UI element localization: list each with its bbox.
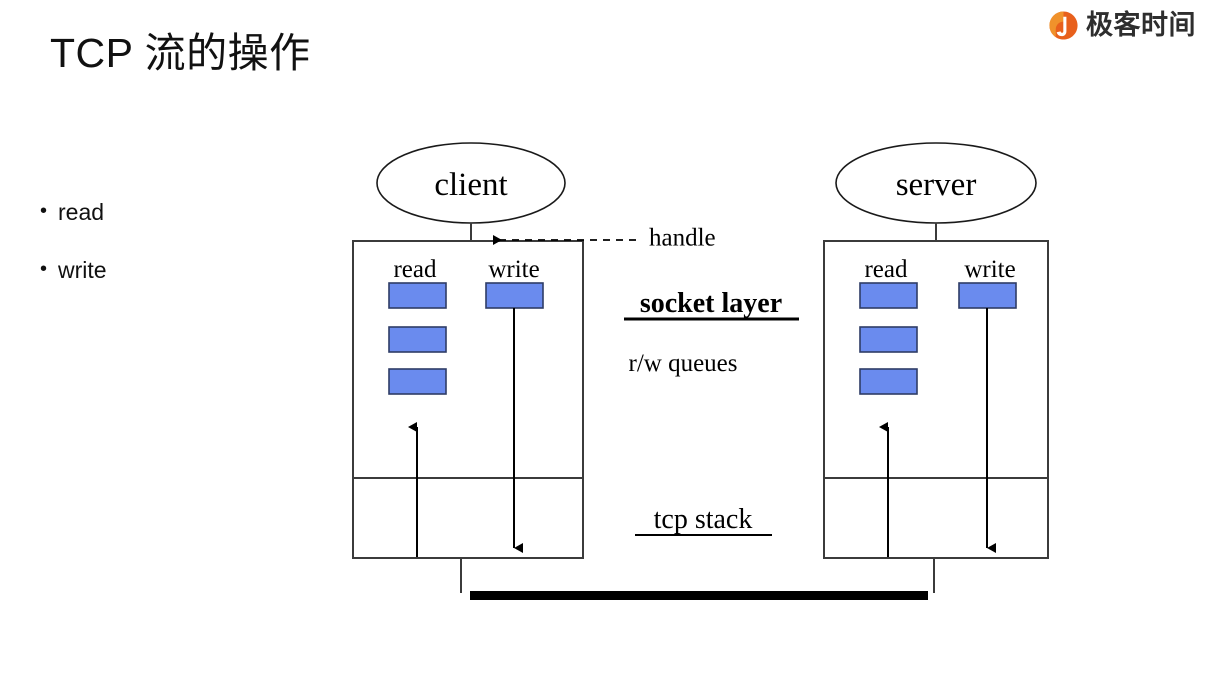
socket-layer-label: socket layer [640,288,782,319]
geekbang-circle-icon [1049,10,1078,40]
bullet-label: write [58,256,107,283]
brand-logo: 极客时间 [1048,6,1196,44]
server-read-queue-cell [859,282,918,309]
client-write-label: write [488,256,539,283]
tcp-stack-label: tcp stack [654,504,753,535]
server-read-queue-cell [859,368,918,395]
client-read-queue-cell [388,282,447,309]
bullet-label: read [58,199,105,225]
server-label: server [896,167,977,203]
rw-queues-label: r/w queues [629,350,738,377]
client-read-label: read [393,256,437,283]
client-read-queue-cell [388,326,447,353]
list-item: • read [40,198,290,228]
brand-name: 极客时间 [1086,9,1196,40]
handle-label: handle [649,225,716,252]
page-title: TCP 流的操作 [50,30,311,76]
network-bus-bar [470,591,928,600]
client-label: client [434,167,507,203]
client-read-queue-cell [388,368,447,395]
client-write-queue-cell [485,282,544,309]
server-read-label: read [864,256,908,283]
server-read-queue-cell [859,326,918,353]
server-write-label: write [964,256,1015,283]
bullet-marker-icon: • [40,200,48,222]
bullet-list: • read • write [40,198,290,314]
bullet-marker-icon: • [40,257,48,280]
list-item: • write [40,256,290,286]
client-stack-box [352,240,584,559]
server-write-queue-cell [958,282,1017,309]
